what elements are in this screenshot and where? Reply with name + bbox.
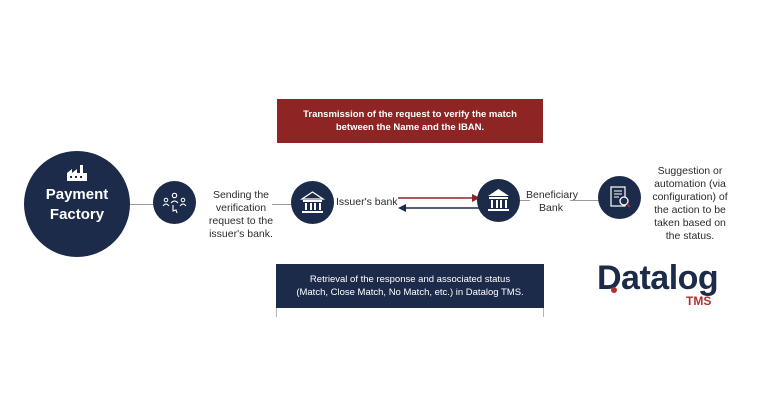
beneficiary-bank-node (477, 179, 520, 222)
suggestion-line-2: automation (via (654, 178, 726, 190)
retrieval-line-1: Retrieval of the response and associated… (309, 274, 511, 285)
request-arrow-head (472, 194, 480, 202)
connector-bank-to-suggestion (570, 200, 600, 201)
sending-line-4: issuer's bank. (209, 228, 273, 240)
datalog-logo-dot (611, 287, 617, 293)
suggestion-line-1: Suggestion or (657, 165, 723, 177)
payment-factory-title-line1: Payment (45, 186, 109, 203)
retrieval-line-2: (Match, Close Match, No Match, etc.) in … (296, 287, 524, 298)
bank-icon (488, 189, 509, 211)
datalog-logo-word: Datalog (597, 259, 719, 297)
beneficiary-bank-label: Beneficiary Bank (526, 189, 578, 215)
suggestion-line-6: the status. (665, 230, 715, 242)
retrieval-box-tick-right (543, 308, 544, 317)
retrieval-box-tick-left (276, 308, 277, 317)
connector-beneficiary-to-label (520, 200, 530, 201)
sending-line-3: request to the (208, 215, 274, 227)
payment-factory-title-line2: Factory (49, 206, 105, 223)
transmission-box: Transmission of the request to verify th… (277, 99, 543, 143)
connector-sending-to-issuer (272, 204, 292, 205)
sending-request-label: Sending the verification request to the … (198, 189, 284, 241)
exchange-arrows (398, 194, 480, 212)
suggestion-line-5: taken based on (654, 217, 726, 229)
sending-line-2: verification (215, 202, 267, 214)
connector-factory-to-sending (130, 204, 154, 205)
datalog-logo-tms: TMS (686, 294, 712, 308)
response-arrow-head (398, 204, 406, 212)
beneficiary-line-1: Beneficiary (526, 189, 578, 201)
suggestion-line-4: the action to be (654, 204, 726, 216)
suggestion-label: Suggestion or automation (via configurat… (640, 165, 740, 243)
sending-request-node (153, 181, 196, 224)
people-network-icon (162, 192, 187, 214)
payment-factory-node: Payment Factory (24, 151, 130, 257)
issuer-bank-label: Issuer's bank (336, 196, 398, 208)
suggestion-node (598, 176, 641, 219)
issuer-bank-node (291, 181, 334, 224)
retrieval-box: Retrieval of the response and associated… (276, 264, 544, 308)
factory-icon (67, 165, 87, 181)
sending-line-1: Sending the (212, 189, 270, 201)
transmission-line-2: between the Name and the IBAN. (335, 122, 485, 133)
transmission-line-1: Transmission of the request to verify th… (303, 109, 517, 120)
beneficiary-line-2: Bank (539, 202, 563, 214)
bank-building-icon (299, 191, 326, 213)
document-search-icon (610, 186, 631, 208)
suggestion-line-3: configuration) of (652, 191, 728, 203)
